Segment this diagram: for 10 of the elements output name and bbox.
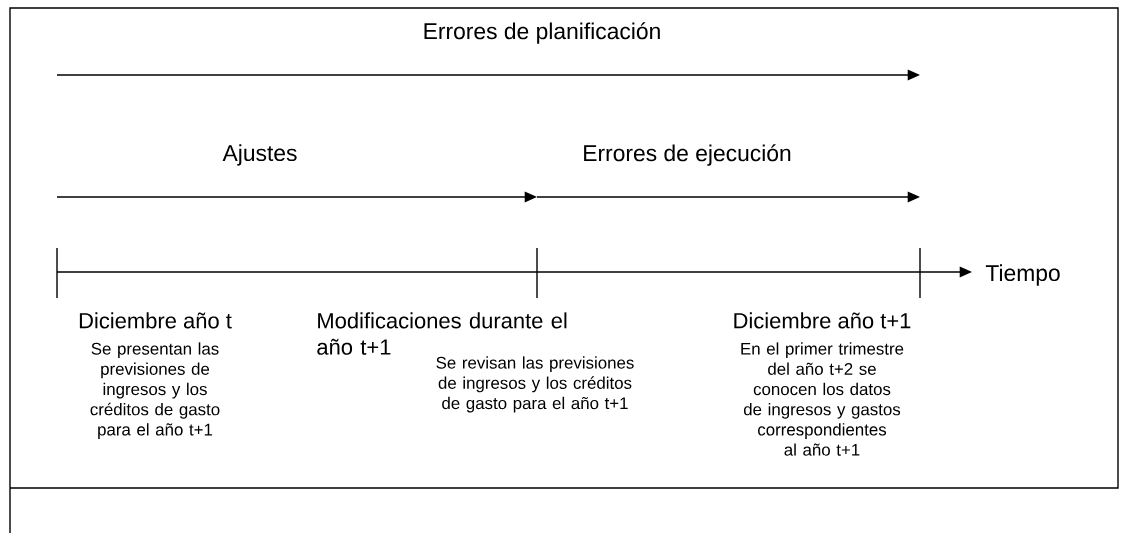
event-description: En el primer trimestre del año t+2 se conocen los datos de ingresos y gastos correspondientes al año t+1 xyxy=(741,342,904,456)
event-description: Se presentan las previsiones de ingresos y los créditos de gasto para el año t+1 xyxy=(90,342,220,439)
event-description: Se revisan las previsiones de ingresos y los créditos de gasto para el año t+1 xyxy=(436,356,634,413)
axis-label: Tiempo xyxy=(985,264,1060,286)
event-heading: Modificaciones durante el año t+1 xyxy=(317,312,567,355)
arrow-label: Errores de planificación xyxy=(424,22,660,44)
event-heading: Diciembre año t xyxy=(79,312,232,329)
arrow-label: Errores de ejecución xyxy=(584,144,791,166)
arrow-label: Ajustes xyxy=(222,144,297,166)
event-heading: Diciembre año t+1 xyxy=(734,312,911,329)
